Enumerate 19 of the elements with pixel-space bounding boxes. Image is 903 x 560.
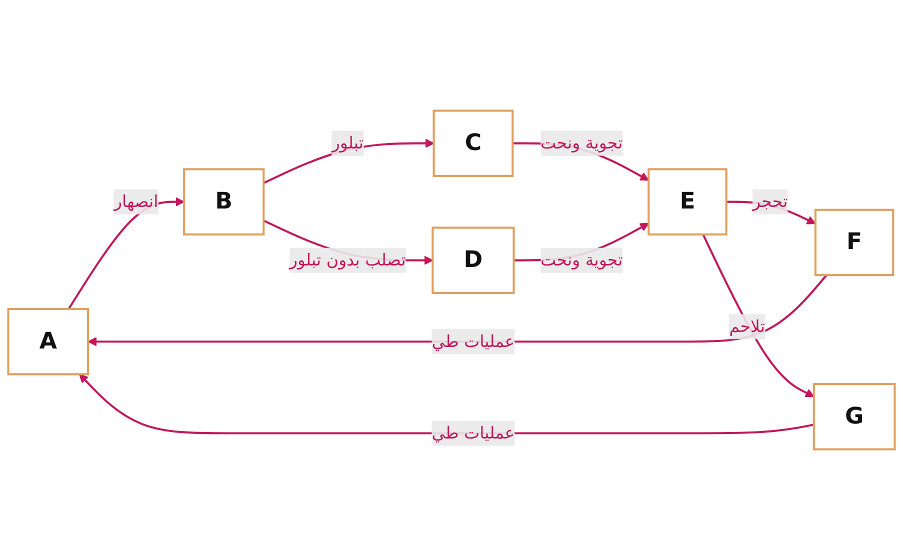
edge-label: عمليات طي [432,422,515,443]
arrow [79,374,814,434]
edge-label: تحجر [752,191,788,212]
node-box: C [432,110,514,177]
node-box: B [183,168,265,236]
arrow [702,234,814,397]
node-box: A [7,308,90,376]
node-box: G [812,383,896,450]
edge-label: تجوية ونحت [540,132,623,153]
edge-label: انصهار [114,191,158,212]
edge-label: عمليات طي [432,331,515,351]
edge-label: تصلب بدون تبلور [289,250,406,270]
edge-label: تبلور [332,132,364,153]
edge-label: تجوية ونحت [540,250,623,270]
node-box: E [648,168,728,236]
node-box: F [814,208,894,276]
edge-label: تلاحم [729,316,766,336]
node-box: D [432,226,515,294]
arrow [88,274,828,346]
